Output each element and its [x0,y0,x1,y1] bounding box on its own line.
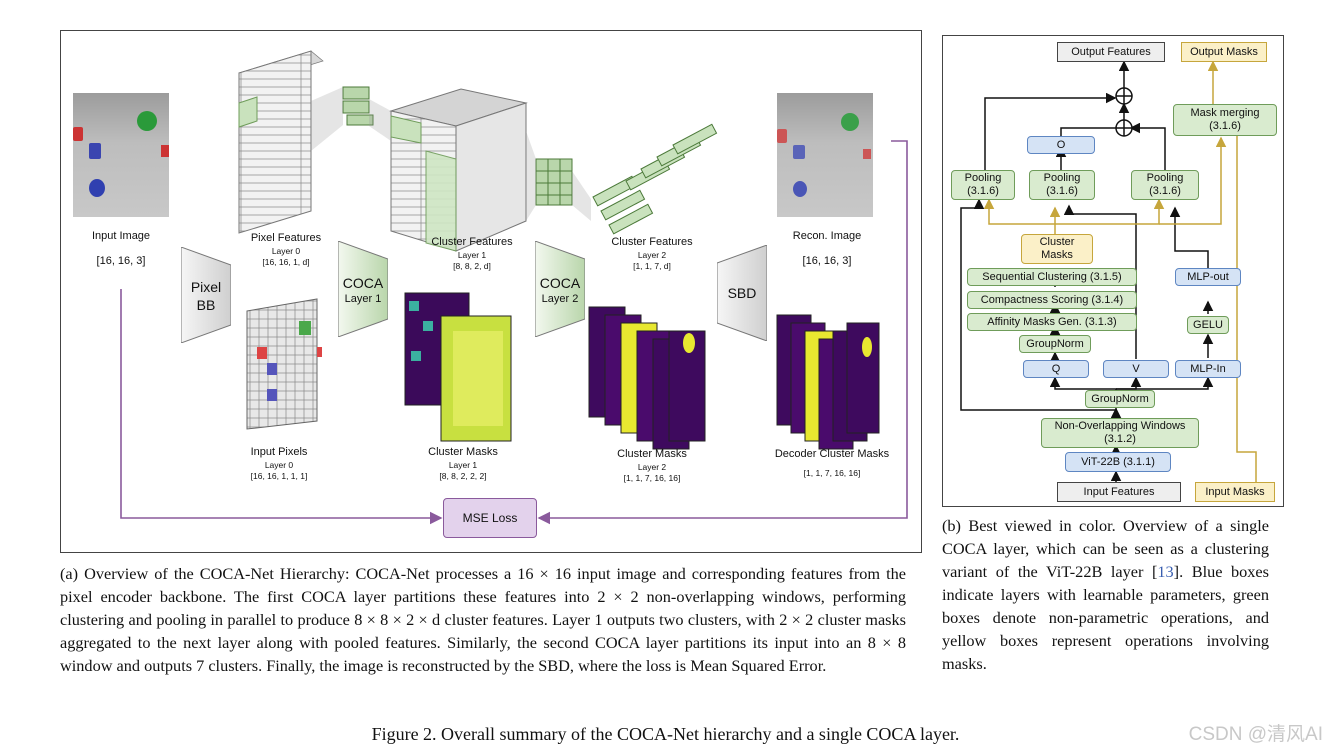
cluster-masks-box: Cluster Masks [1021,234,1093,264]
decoder-masks-stack [776,314,880,450]
non-overlapping-windows-box: Non-Overlapping Windows (3.1.2) [1041,418,1199,448]
coca2-line2: Layer 2 [541,293,579,305]
affinity-masks-box: Affinity Masks Gen. (3.1.3) [967,313,1137,331]
cluster-features-2-label: Cluster Features Layer 2 [1, 1, 7, d] [611,236,693,272]
mse-loss-box: MSE Loss [443,498,537,538]
coca1-line2: Layer 1 [344,293,382,305]
pooling-left-line1: Pooling [964,172,1002,185]
mlp-in-box: MLP-In [1175,360,1241,378]
cluster-features-1-block [369,88,528,252]
object-blue [793,145,805,159]
sbd-block: SBD [717,245,767,341]
q-box: Q [1023,360,1089,378]
coca-layer-connections [960,60,1257,484]
mask-merging-box: Mask merging (3.1.6) [1173,104,1277,136]
input-pixels-grid [246,298,322,430]
object-blue [89,143,101,159]
recon-image-label: Recon. Image [16, 16, 3] [792,230,862,267]
pixel-feature-window [311,86,374,151]
recon-to-loss-path [537,140,908,525]
cluster-features-1-label: Cluster Features Layer 1 [8, 8, 2, d] [431,236,513,272]
cluster-masks-2-stack [588,306,706,450]
object-red [73,127,83,141]
vit-22b-box: ViT-22B (3.1.1) [1065,452,1171,472]
coca1-line1: COCA [342,275,384,291]
object-red-2 [863,149,871,159]
figure-title: Figure 2. Overall summary of the COCA-Ne… [371,724,960,744]
cluster-masks-line1: Cluster [1039,236,1075,249]
pooling-mid-box: Pooling (3.1.6) [1029,170,1095,200]
recon-image [777,93,873,217]
non-overlapping-line2: (3.1.2) [1104,433,1136,445]
object-green [841,113,859,131]
v-box: V [1103,360,1169,378]
input-features-box: Input Features [1057,482,1181,502]
pixel-bb-block: Pixel BB [181,247,231,343]
mask-merging-line2: (3.1.6) [1209,120,1241,132]
input-to-loss-path [120,289,443,525]
cluster-feature-window [526,131,573,221]
coca2-line1: COCA [539,275,581,291]
cluster-features-2-bars [572,123,718,235]
compactness-scoring-box: Compactness Scoring (3.1.4) [967,291,1137,309]
caption-b-text: (b) Best viewed in color. Overview of a … [942,516,1269,581]
groupnorm-top-box: GroupNorm [1019,335,1091,353]
cluster-masks-line2: Masks [1041,249,1073,261]
output-features-box: Output Features [1057,42,1165,62]
non-overlapping-line1: Non-Overlapping Windows [1054,420,1186,433]
mask-merging-line1: Mask merging [1190,107,1260,120]
cluster-masks-1-images [404,292,512,442]
pooling-right-line2: (3.1.6) [1149,185,1181,197]
watermark: CSDN @清风AI [1188,724,1323,745]
caption-b-text-end: ]. Blue boxes indicate layers with learn… [942,562,1269,673]
mlp-out-box: MLP-out [1175,268,1241,286]
pixel-features-block [238,50,324,234]
input-image-label: Input Image [16, 16, 3] [91,230,151,267]
pooling-left-box: Pooling (3.1.6) [951,170,1015,200]
panel-a-hierarchy: Input Image [16, 16, 3] Pixel Features L… [60,30,922,553]
cluster-masks-2-label: Cluster Masks Layer 2 [1, 1, 7, 16, 16] [617,448,687,484]
gelu-box: GELU [1187,316,1229,334]
pooling-right-box: Pooling (3.1.6) [1131,170,1199,200]
pixel-bb-line2: BB [196,297,216,313]
panel-b-coca-layer: Output Features Output Masks Mask mergin… [942,35,1284,507]
decoder-masks-label: Decoder Cluster Masks [1, 1, 7, 16, 16] [774,448,890,478]
caption-a: (a) Overview of the COCA-Net Hierarchy: … [60,564,906,675]
input-pixels-label: Input Pixels Layer 0 [16, 16, 1, 1, 1] [250,446,308,482]
sequential-clustering-box: Sequential Clustering (3.1.5) [967,268,1137,286]
object-blue-2 [793,181,807,197]
pixel-bb-line1: Pixel [190,279,222,295]
caption-b: (b) Best viewed in color. Overview of a … [942,514,1269,675]
input-image [73,93,169,217]
object-red-2 [161,145,169,157]
pooling-right-line1: Pooling [1146,172,1184,185]
pooling-mid-line1: Pooling [1043,172,1081,185]
o-box: O [1027,136,1095,154]
cluster-masks-1-label: Cluster Masks Layer 1 [8, 8, 2, 2, 2] [428,446,498,482]
pixel-features-label: Pixel Features Layer 0 [16, 16, 1, d] [250,232,322,268]
coca-layer-1-block: COCA Layer 1 [338,241,388,337]
output-masks-box: Output Masks [1181,42,1267,62]
object-blue-2 [89,179,105,197]
citation-link[interactable]: 13 [1157,562,1174,581]
object-green [137,111,157,131]
hierarchy-diagram [120,50,908,525]
pooling-left-line2: (3.1.6) [967,185,999,197]
object-red [777,129,787,143]
groupnorm-bottom-box: GroupNorm [1085,390,1155,408]
coca-layer-2-block: COCA Layer 2 [535,241,585,337]
pooling-mid-line2: (3.1.6) [1046,185,1078,197]
input-masks-box: Input Masks [1195,482,1275,502]
sbd-label: SBD [727,285,757,301]
